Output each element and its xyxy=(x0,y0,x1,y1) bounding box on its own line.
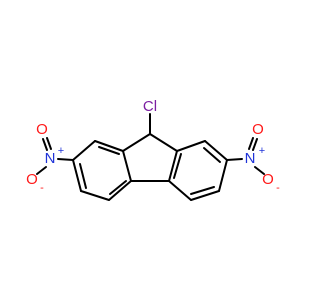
right-oxygen-negative-charge: - xyxy=(276,182,280,194)
bond-right-c6-c5 xyxy=(190,190,220,201)
bond-right-c4b-c8a xyxy=(168,150,178,182)
bond-right-c8-c7 xyxy=(204,140,228,161)
left-nitrogen-positive-charge: + xyxy=(58,145,64,157)
bond-left-c1-c9a xyxy=(94,140,124,152)
bond-left-inner-c1-c9a xyxy=(98,146,120,155)
bond-right-inner-c4b-c8a xyxy=(173,153,182,179)
bond-left-n-o-top-a xyxy=(42,138,48,151)
bond-right-n-o-top-b xyxy=(252,138,258,151)
bond-left-n-o-bottom xyxy=(36,166,47,175)
bond-right-inner-c6-c5 xyxy=(190,186,215,195)
bond-right-inner-c8-c7 xyxy=(203,147,221,163)
bond-left-c2-c1 xyxy=(72,140,96,161)
bond-right-c7-c6 xyxy=(218,159,228,192)
left-oxygen-bottom-atom-label: O xyxy=(26,171,38,188)
bond-right-n-o-bottom xyxy=(254,166,265,175)
chlorine-atom-label: Cl xyxy=(143,98,157,115)
chemical-structure: Cl N + O O - N + O O - xyxy=(26,98,280,201)
bonds xyxy=(36,113,265,201)
bond-right-c5-c4b xyxy=(168,180,192,201)
bond-c9-c9a xyxy=(122,133,151,152)
left-oxygen-negative-charge: - xyxy=(40,182,44,194)
bond-left-n-o-top-b xyxy=(46,137,52,150)
bond-left-c4a-c4 xyxy=(108,180,132,201)
right-nitrogen-positive-charge: + xyxy=(259,145,265,157)
left-nitrogen-atom-label: N xyxy=(45,150,56,167)
atom-labels: Cl N + O O - N + O O - xyxy=(26,98,280,194)
bond-left-c4-c3 xyxy=(80,190,110,201)
bond-left-c9a-c4a xyxy=(122,150,132,182)
bond-left-inner-c3-c2 xyxy=(79,163,87,189)
bond-right-c8a-c8 xyxy=(176,140,206,152)
bond-right-n-o-top-a xyxy=(248,137,254,150)
right-oxygen-top-atom-label: O xyxy=(252,121,264,138)
bond-c9-c8a xyxy=(149,133,178,152)
bond-left-c3-c2 xyxy=(72,159,82,192)
bond-left-inner-c4a-c4 xyxy=(109,180,127,195)
left-oxygen-top-atom-label: O xyxy=(36,121,48,138)
bond-right-c7-n xyxy=(226,158,243,161)
right-oxygen-bottom-atom-label: O xyxy=(262,171,274,188)
bond-left-c2-n xyxy=(57,158,74,161)
right-nitrogen-atom-label: N xyxy=(245,150,256,167)
